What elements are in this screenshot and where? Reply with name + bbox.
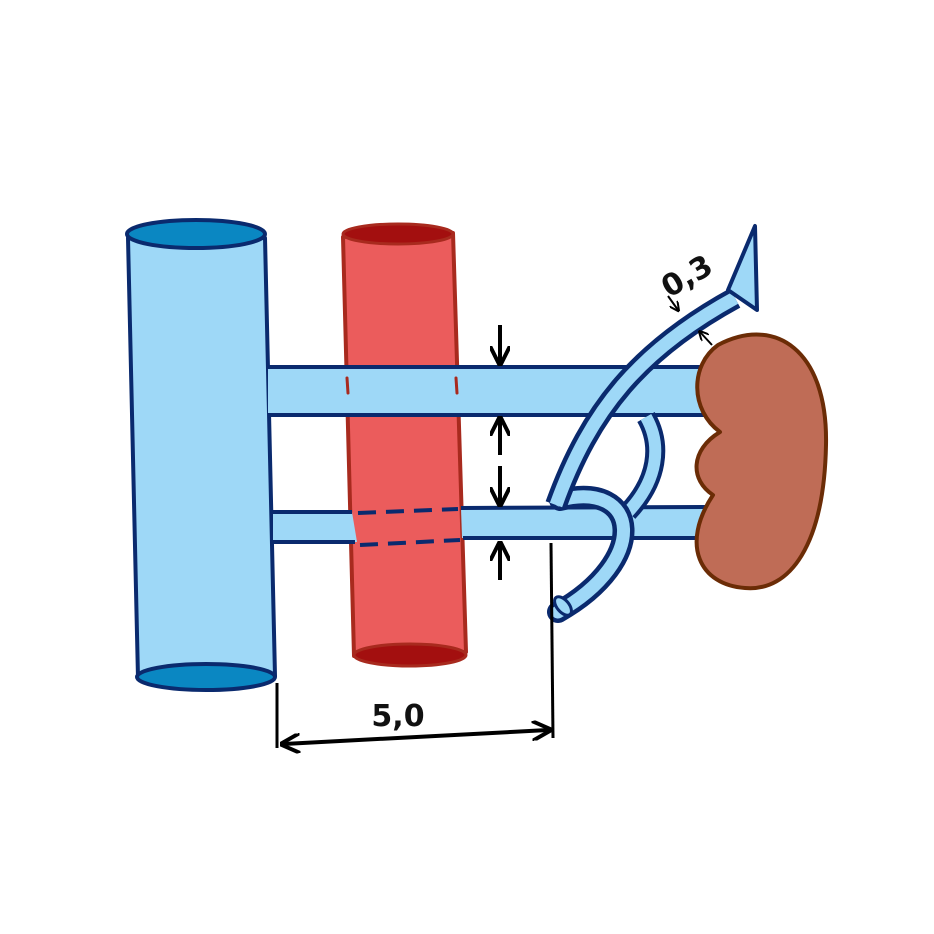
vena-cava-body <box>126 236 277 680</box>
kidney <box>694 332 829 591</box>
inner-vessel-fill <box>623 414 662 517</box>
aorta-top-cap <box>341 222 455 246</box>
length-dimension-line <box>284 730 548 744</box>
lower-renal-vein-left-segment <box>273 512 357 542</box>
inner-vessel <box>620 412 666 519</box>
aorta-edge-mark-right <box>454 376 459 395</box>
length-label: 5,0 <box>371 699 424 734</box>
arrow-icon <box>667 295 678 310</box>
lower-renal-vein-hidden-top <box>357 507 459 515</box>
vena-cava <box>125 218 277 692</box>
curved-vessel <box>545 224 759 623</box>
aorta-body <box>341 231 468 658</box>
aorta <box>341 222 468 668</box>
aorta-edge-mark-left <box>345 376 350 395</box>
curved-vessel-arrow-tip <box>726 224 759 312</box>
thickness-label: 0,3 <box>655 248 719 305</box>
curved-vessel-open-end <box>553 595 573 617</box>
vena-cava-top-cap <box>125 218 267 250</box>
curved-vessel-lower-fill <box>551 490 630 619</box>
curved-vessel-upper-fill <box>549 292 739 508</box>
length-dimension: 5,0 <box>275 542 555 748</box>
arrow-icon <box>700 332 713 346</box>
vena-cava-bottom-cap <box>135 662 277 692</box>
length-extension-right <box>549 542 555 739</box>
aorta-bottom-cap <box>352 642 468 668</box>
lower-renal-vein-hidden-bottom <box>359 538 461 547</box>
lower-renal-vein-right-segment <box>461 507 705 538</box>
